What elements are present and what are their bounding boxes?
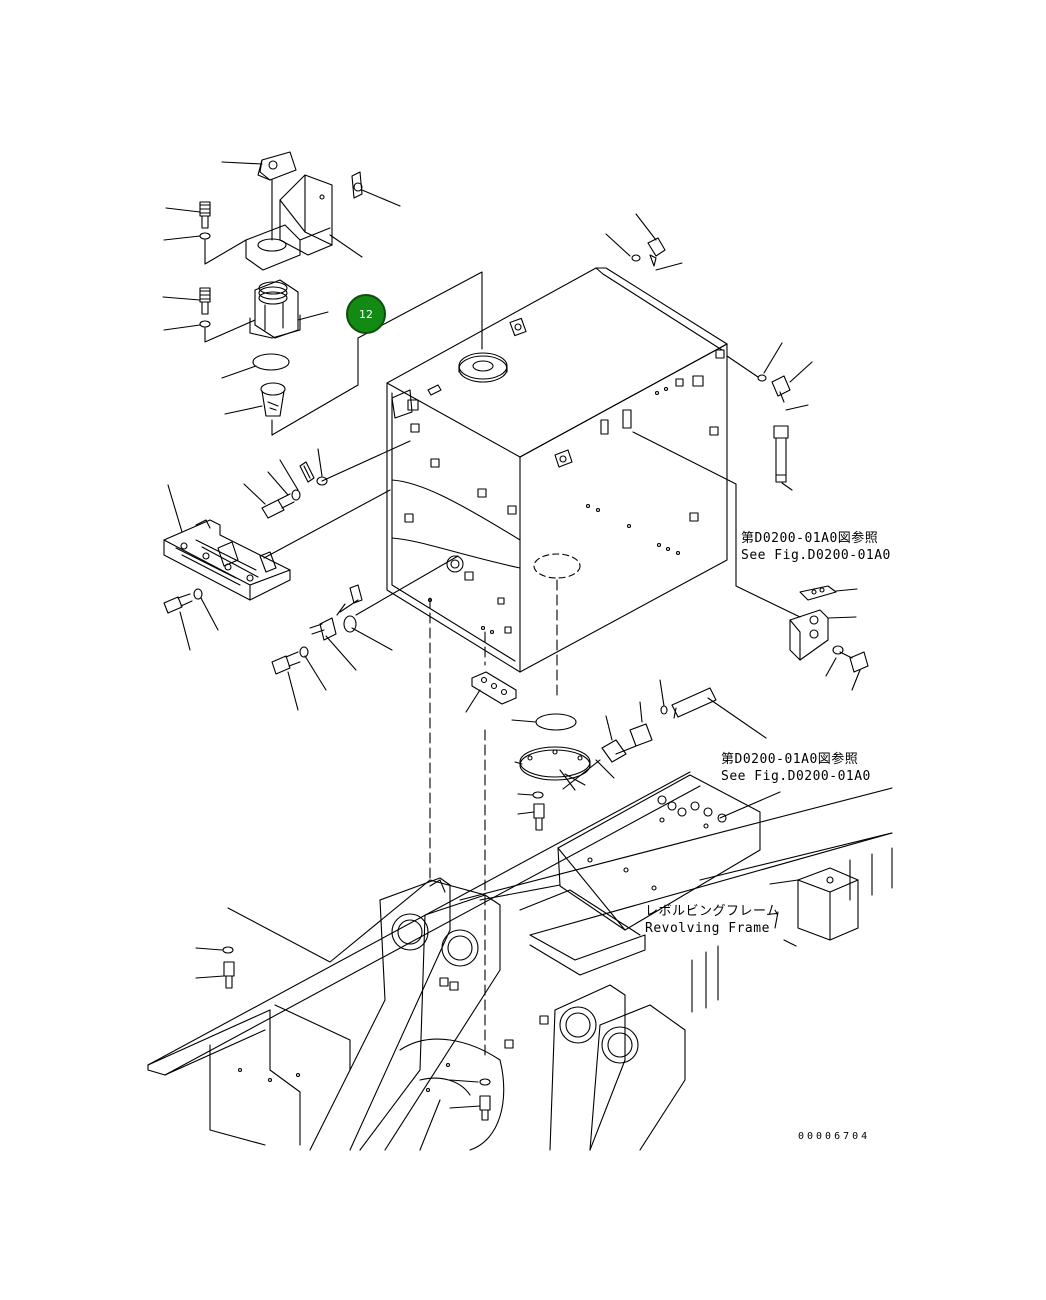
drawing-number: 00006704: [798, 1131, 871, 1142]
left-small-parts: [243, 440, 411, 519]
mid-left-bolts: [163, 555, 459, 711]
frame-bolts: [195, 879, 491, 1121]
see-fig-note-upper-en: See Fig.D0200-01A0: [741, 548, 891, 563]
revolving-frame-label-ja: レボルビングフレーム: [645, 904, 780, 919]
see-fig-note-lower-en: See Fig.D0200-01A0: [721, 769, 871, 784]
right-fittings: [562, 213, 869, 819]
frame-label-leader: [774, 911, 779, 929]
see-fig-note-upper: 第D0200-01A0図参照 See Fig.D0200-01A0: [741, 530, 891, 564]
tank-body: [386, 267, 728, 673]
see-fig-note-lower-ja: 第D0200-01A0図参照: [721, 752, 859, 767]
callout-12-marker[interactable]: 12: [346, 294, 386, 334]
callout-12-leaders: [271, 271, 483, 436]
revolving-frame-label: レボルビングフレーム Revolving Frame: [645, 903, 780, 937]
tank-bottom-port: [533, 553, 581, 579]
center-lower-parts: [465, 671, 591, 831]
tank-bosses: [391, 317, 725, 635]
filler-cap-assembly: [162, 151, 401, 436]
revolving-frame-label-en: Revolving Frame: [645, 921, 770, 936]
tank-filler-flange: [458, 352, 508, 383]
step-bracket: [163, 484, 391, 601]
see-fig-note-lower: 第D0200-01A0図参照 See Fig.D0200-01A0: [721, 751, 871, 785]
revolving-frame: [147, 771, 893, 1151]
see-fig-note-upper-ja: 第D0200-01A0図参照: [741, 531, 879, 546]
assembly-center-lines: [429, 579, 558, 1061]
